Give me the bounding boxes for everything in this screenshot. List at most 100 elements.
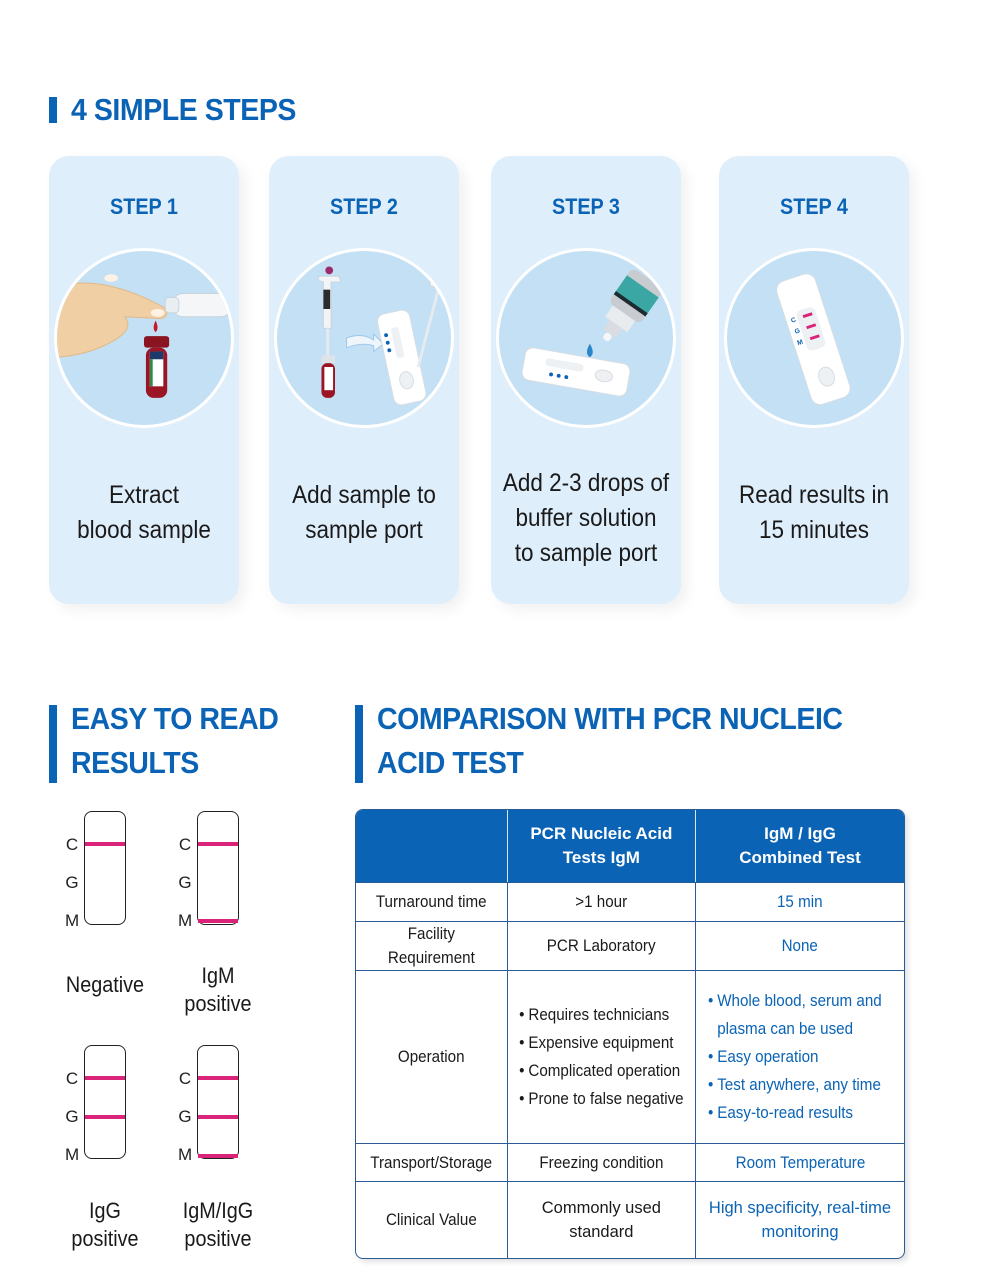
caption-line: positive bbox=[71, 1226, 139, 1251]
step-text-line: Add 2-3 drops of bbox=[502, 469, 670, 497]
combined-cell: None bbox=[695, 921, 904, 970]
strip-caption: IgM/IgG positive bbox=[169, 1197, 268, 1253]
cell-text: Freezing condition bbox=[539, 1153, 664, 1172]
cell-text: Operation bbox=[398, 1048, 465, 1066]
band-label-c: C bbox=[65, 1069, 79, 1088]
caption-line: positive bbox=[184, 991, 252, 1016]
cell-line: standard bbox=[569, 1223, 634, 1241]
caption-line: IgM/IgG bbox=[182, 1198, 254, 1223]
heading-line: EASY TO READ bbox=[71, 701, 279, 736]
list-item: Test anywhere, any time bbox=[708, 1071, 892, 1099]
strip-caption: IgG positive bbox=[60, 1197, 150, 1253]
step-description: Add sample to sample port bbox=[279, 478, 450, 548]
row-label: Clinical Value bbox=[356, 1181, 508, 1258]
list-item: Complicated operation bbox=[519, 1057, 683, 1085]
combined-cell: High specificity, real-time monitoring bbox=[695, 1181, 904, 1258]
band-label-m: M bbox=[178, 1145, 193, 1164]
header-line: PCR Nucleic Acid bbox=[530, 824, 673, 843]
strip-caption: Negative bbox=[60, 971, 150, 999]
cell-line: Commonly used bbox=[541, 1199, 661, 1217]
combined-cell: Whole blood, serum and plasma can be use… bbox=[695, 970, 904, 1143]
pcr-cell: Requires technicians Expensive equipment… bbox=[507, 970, 696, 1143]
cell-text: Room Temperature bbox=[735, 1153, 865, 1172]
band-label-g: G bbox=[65, 873, 79, 892]
step-description: Extract blood sample bbox=[59, 478, 230, 548]
step-description: Add 2-3 drops of buffer solution to samp… bbox=[501, 466, 672, 571]
step-text-line: blood sample bbox=[77, 516, 211, 544]
finger-prick-illustration-icon bbox=[54, 248, 234, 428]
pcr-cell: Freezing condition bbox=[507, 1143, 696, 1181]
step-title: STEP 1 bbox=[110, 194, 178, 219]
step-card-1: STEP 1 Extract blood sample bbox=[49, 156, 239, 604]
caption-line: IgM bbox=[201, 963, 235, 988]
igm-band bbox=[198, 919, 238, 923]
row-label: Transport/Storage bbox=[356, 1143, 508, 1181]
step-text-line: Add sample to bbox=[292, 481, 436, 509]
pcr-cell: Commonly used standard bbox=[507, 1181, 696, 1258]
cell-text: None bbox=[781, 937, 819, 955]
step-text-line: Extract bbox=[108, 481, 180, 509]
row-label: Turnaround time bbox=[356, 882, 508, 921]
table-row: Clinical Value Commonly used standard Hi… bbox=[356, 1181, 904, 1258]
table-row: Facility Requirement PCR Laboratory None bbox=[356, 921, 904, 970]
heading-accent-bar bbox=[49, 705, 57, 783]
step-title: STEP 2 bbox=[330, 194, 398, 219]
list-item: Easy-to-read results bbox=[708, 1099, 892, 1127]
heading-accent-bar bbox=[49, 97, 57, 123]
header-line: IgM / IgG bbox=[764, 824, 836, 843]
combined-cell: 15 min bbox=[695, 882, 904, 921]
step-description: Read results in 15 minutes bbox=[729, 478, 900, 548]
table-row: Transport/Storage Freezing condition Roo… bbox=[356, 1143, 904, 1181]
cell-text: Transport/Storage bbox=[370, 1153, 493, 1172]
list-item: Requires technicians bbox=[519, 1001, 683, 1029]
cell-text: Clinical Value bbox=[385, 1211, 477, 1229]
header-cell-combined: IgM / IgG Combined Test bbox=[695, 810, 904, 882]
table-row: Operation Requires technicians Expensive… bbox=[356, 970, 904, 1143]
test-strip bbox=[197, 1045, 239, 1159]
band-label-g: G bbox=[178, 873, 192, 892]
step-text-line: sample port bbox=[305, 516, 423, 544]
comparison-heading: COMPARISON WITH PCR NUCLEIC ACID TEST bbox=[355, 697, 883, 785]
cell-text: >1 hour bbox=[575, 893, 628, 911]
header-line: Tests IgM bbox=[562, 848, 640, 867]
band-label-c: C bbox=[65, 835, 79, 854]
band-label-c: C bbox=[178, 1069, 192, 1088]
igg-band bbox=[85, 1115, 125, 1119]
pcr-operation-list: Requires technicians Expensive equipment… bbox=[519, 1001, 683, 1113]
svg-text:G: G bbox=[794, 328, 801, 336]
cell-text: Facility Requirement bbox=[387, 925, 475, 967]
cell-text: 15 min bbox=[777, 893, 823, 911]
step-title: STEP 3 bbox=[552, 194, 620, 219]
band-label-m: M bbox=[65, 911, 80, 930]
pcr-cell: PCR Laboratory bbox=[507, 921, 696, 970]
test-cassette-illustration-icon: C G M bbox=[724, 248, 904, 428]
band-label-g: G bbox=[178, 1107, 192, 1126]
igg-band bbox=[198, 1115, 238, 1119]
step-card-4: STEP 4 C G M Read results in 15 minutes bbox=[719, 156, 909, 604]
table-row: Turnaround time >1 hour 15 min bbox=[356, 882, 904, 921]
comparison-table: PCR Nucleic Acid Tests IgM IgM / IgG Com… bbox=[355, 809, 905, 1259]
strip-caption: IgM positive bbox=[173, 962, 263, 1018]
results-heading-text: EASY TO READ RESULTS bbox=[71, 697, 279, 785]
control-band bbox=[85, 1076, 125, 1080]
caption-line: positive bbox=[184, 1226, 252, 1251]
control-band bbox=[198, 842, 238, 846]
step-text-line: buffer solution bbox=[515, 504, 657, 532]
heading-line: COMPARISON WITH PCR NUCLEIC bbox=[377, 701, 843, 736]
heading-accent-bar bbox=[355, 705, 363, 783]
caption-line: IgG bbox=[89, 1198, 121, 1223]
band-label-c: C bbox=[178, 835, 192, 854]
table-header-row: PCR Nucleic Acid Tests IgM IgM / IgG Com… bbox=[356, 810, 904, 882]
test-strip bbox=[84, 811, 126, 925]
svg-text:M: M bbox=[797, 339, 805, 348]
list-item: Whole blood, serum and plasma can be use… bbox=[708, 987, 892, 1043]
steps-heading: 4 SIMPLE STEPS bbox=[49, 88, 316, 132]
cell-line: High specificity, real-time bbox=[708, 1199, 892, 1217]
list-item: Easy operation bbox=[708, 1043, 892, 1071]
test-strip bbox=[197, 811, 239, 925]
band-label-m: M bbox=[65, 1145, 80, 1164]
header-line: Combined Test bbox=[739, 848, 861, 867]
dropper-bottle-illustration-icon bbox=[496, 248, 676, 428]
pcr-cell: >1 hour bbox=[507, 882, 696, 921]
cell-line: monitoring bbox=[761, 1223, 839, 1241]
